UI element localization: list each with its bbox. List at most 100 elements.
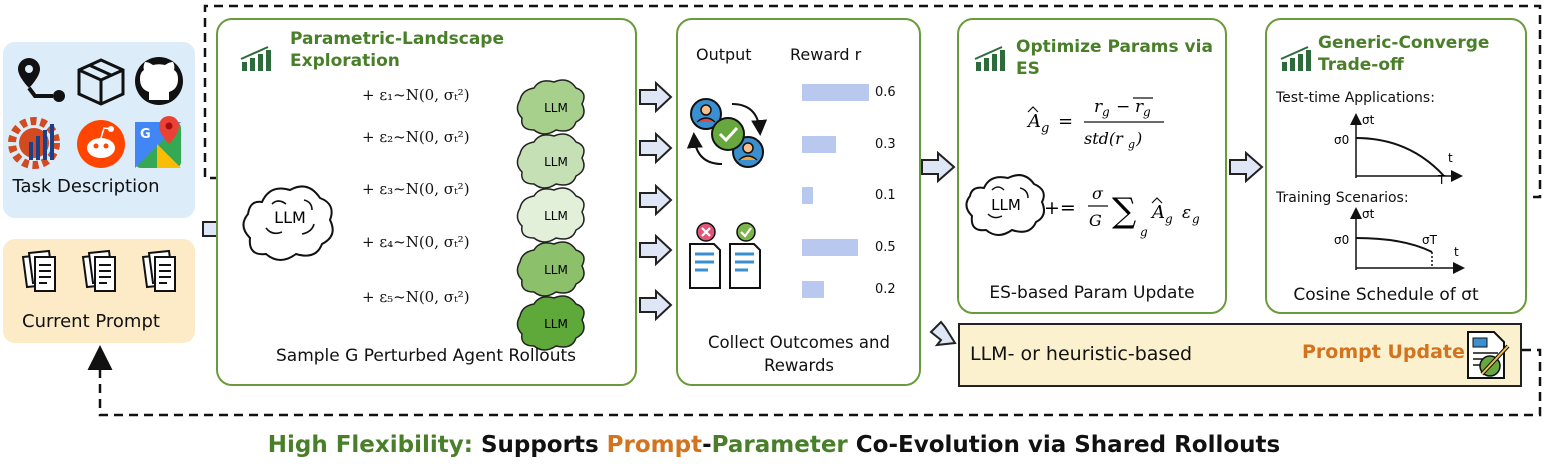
agent-llm-4: LLM [516, 241, 585, 297]
footer-flexibility: High Flexibility: [267, 432, 473, 458]
reward-value-4: 0.5 [875, 240, 896, 255]
reddit-icon [77, 120, 125, 168]
document-edit-icon [1467, 331, 1510, 379]
top-feedback-loop [203, 4, 1542, 199]
github-icon [135, 57, 183, 105]
reward-value-5: 0.2 [875, 282, 896, 297]
noise-term-5: + ε₅~N(0, σₜ²) [362, 288, 470, 306]
chart-growth-icon-converge [1280, 46, 1311, 71]
agent-llm-text-1: LLM [544, 101, 568, 115]
reward-value-3: 0.1 [875, 188, 896, 203]
svg-text:g: g [1128, 138, 1135, 151]
advantage-formula: A g = r g − r g std(r g ) [1026, 97, 1164, 151]
svg-text:r: r [1094, 97, 1103, 117]
svg-text:g: g [1140, 225, 1148, 239]
plot1-sigma-0: σ0 [1334, 133, 1349, 147]
training-label: Training Scenarios: [1276, 190, 1409, 206]
svg-text:G: G [1089, 211, 1102, 230]
plot1-sigma-t: σt [1362, 113, 1375, 127]
prompt-update-method: LLM- or heuristic-based [970, 343, 1193, 365]
noise-term-3: + ε₃~N(0, σₜ²) [362, 180, 470, 198]
people-exchange-icon [686, 98, 768, 168]
current-prompt-label: Current Prompt [22, 311, 160, 332]
footer-caption: High Flexibility: Supports Prompt-Parame… [0, 432, 1548, 458]
noise-term-2: + ε₂~N(0, σₜ²) [362, 128, 470, 146]
plot2-sigma-t: σt [1362, 207, 1375, 221]
svg-text:∑: ∑ [1112, 191, 1136, 231]
svg-text:g: g [1102, 105, 1110, 119]
svg-text:σ: σ [1092, 184, 1104, 203]
reward-value-1: 0.6 [875, 85, 896, 100]
svg-text:+=: += [1044, 197, 1076, 219]
footer-dash: - [702, 432, 712, 458]
svg-text:ε: ε [1182, 203, 1191, 223]
agent-llm-text-2: LLM [544, 155, 568, 169]
agent-llm-5: LLM [516, 295, 585, 351]
output-header: Output [696, 45, 752, 64]
svg-text:G: G [140, 127, 151, 142]
svg-text:A: A [1026, 111, 1041, 132]
footer-coevolution: Co-Evolution via Shared Rollouts [847, 432, 1281, 458]
noise-term-1: + ε₁~N(0, σₜ²) [362, 86, 470, 104]
converge-caption: Cosine Schedule of σt [1293, 285, 1479, 305]
agent-llm-text-4: LLM [544, 263, 568, 277]
outcome-icons [686, 98, 768, 289]
test-time-schedule-plot: σt σ0 t T [1334, 113, 1463, 187]
chart-growth-icon-es [974, 46, 1005, 71]
reward-bar-3 [802, 187, 813, 204]
es-llm-text: LLM [991, 196, 1021, 214]
es-update-formula: += σ G ∑ g A g ε g [1044, 184, 1200, 239]
bottom-feedback-loop [87, 345, 1542, 417]
plot1-T-tick: T [1437, 173, 1446, 187]
reward-value-2: 0.3 [875, 137, 896, 152]
svg-text:g: g [1165, 212, 1173, 226]
svg-text:−: − [1116, 97, 1130, 117]
plot2-t-axis: t [1454, 245, 1459, 259]
footer-prompt: Prompt [606, 432, 703, 458]
reward-bar-5 [802, 281, 824, 298]
svg-text:g: g [1041, 121, 1049, 136]
agent-llm-icons: LLM LLM LLM LLM LLM [516, 79, 585, 351]
task-icons: G [8, 57, 183, 169]
agent-llm-1: LLM [516, 79, 585, 135]
package-icon [77, 58, 125, 106]
task-description-label: Task Description [12, 176, 160, 197]
noise-term-4: + ε₄~N(0, σₜ²) [362, 233, 470, 251]
agent-llm-2: LLM [516, 133, 585, 189]
es-llm-icon: LLM [965, 174, 1045, 236]
svg-text:g: g [1192, 212, 1200, 226]
svg-text:A: A [1150, 202, 1165, 223]
agent-llm-text-3: LLM [544, 209, 568, 223]
test-time-label: Test-time Applications: [1276, 90, 1435, 106]
reward-bar-4 [802, 239, 858, 256]
training-schedule-plot: σt σ0 σT t [1334, 207, 1465, 274]
exploration-caption: Sample G Perturbed Agent Rollouts [275, 346, 576, 366]
plot2-sigma-0: σ0 [1334, 233, 1349, 247]
svg-text:=: = [1058, 111, 1073, 132]
plot2-sigma-T: σT [1422, 233, 1438, 247]
agent-llm-3: LLM [516, 187, 585, 243]
prompt-update-box [958, 323, 1522, 387]
route-icon [18, 58, 65, 102]
document-check-icons [689, 222, 761, 289]
task-description-box: G Task Description [3, 42, 195, 218]
settings-chart-icon [8, 117, 60, 169]
chart-growth-icon [240, 46, 271, 71]
google-maps-icon: G [135, 116, 181, 168]
svg-text:): ) [1135, 129, 1142, 148]
prompt-documents-icon [21, 249, 176, 292]
svg-text:r: r [1135, 97, 1144, 117]
prompt-update-label: Prompt Update [1302, 341, 1465, 363]
reward-bar-2 [802, 136, 836, 153]
agent-llm-text-5: LLM [544, 317, 568, 331]
center-llm-icon: LLM [242, 185, 334, 261]
reward-header: Reward r [790, 45, 862, 64]
outcomes-panel [676, 18, 921, 386]
svg-text:std(r: std(r [1084, 129, 1124, 148]
center-llm-text: LLM [274, 208, 306, 227]
svg-text:g: g [1143, 105, 1151, 119]
es-caption: ES-based Param Update [989, 283, 1195, 303]
